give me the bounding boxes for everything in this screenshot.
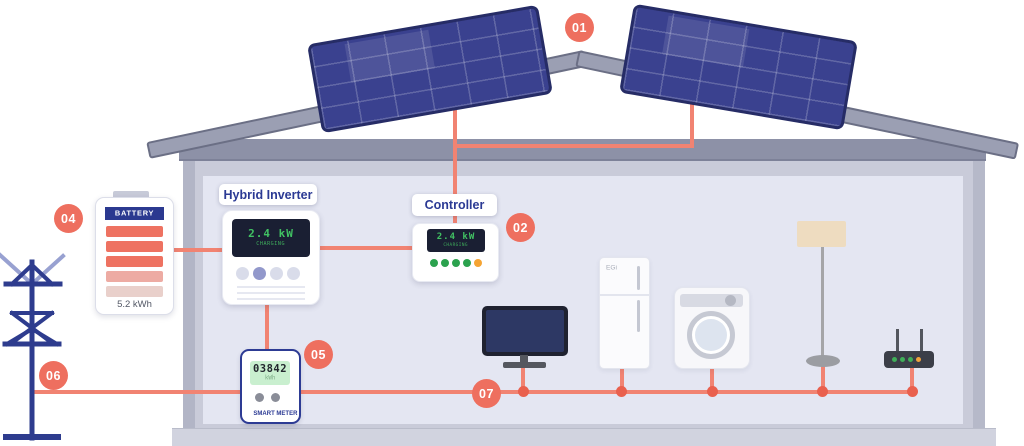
battery-title: BATTERY (105, 207, 164, 220)
house-wall-right-edge (973, 158, 985, 446)
wire-battery-to-inverter (168, 248, 224, 252)
controller-status: CHARGING (443, 242, 469, 247)
wire-tv-drop (521, 366, 525, 392)
inverter-indicator-dot-active (253, 267, 266, 280)
solar-panel-left-icon (307, 4, 553, 134)
battery-capacity: 5.2 kWh (117, 299, 152, 310)
wire-left-panel-to-controller (453, 98, 457, 225)
wire-lamp-drop (821, 363, 825, 392)
inverter-vent-line (237, 292, 305, 294)
wire-inverter-to-meter (265, 300, 269, 352)
battery-level-bar (106, 256, 163, 267)
house-foundation (172, 428, 996, 446)
washer-knob (725, 295, 736, 306)
controller-label: Controller (412, 194, 497, 216)
wire-panel-link-horizontal (453, 144, 694, 148)
wire-right-panel-drop (690, 96, 694, 148)
smart-meter-reading: 03842 (252, 363, 288, 375)
smart-meter-unit: kWh (264, 374, 276, 382)
fridge-brand-label: EGi (606, 264, 618, 272)
smart-meter-display: 03842 kWh (250, 361, 290, 385)
router-led (892, 357, 897, 362)
house-interior (203, 176, 963, 424)
inverter-status: CHARGING (256, 241, 286, 247)
washing-machine-icon (674, 287, 750, 369)
tv-screen (486, 310, 564, 352)
inverter-display: 2.4 kW CHARGING (232, 219, 310, 257)
inverter-vent-line (237, 298, 305, 300)
meter-button (271, 393, 280, 402)
floor-lamp-pole (821, 247, 824, 357)
house-fascia (179, 139, 986, 161)
controller-indicator-dot (452, 259, 460, 267)
controller-power-reading: 2.4 kW (436, 231, 476, 242)
controller-indicator-dot (463, 259, 471, 267)
step-badge-smart-meter: 05 (304, 340, 333, 369)
inverter-vent-line (237, 286, 305, 288)
wire-washer-drop (710, 365, 714, 392)
solar-panel-right-icon (619, 3, 858, 131)
wire-fridge-drop (620, 365, 624, 392)
router-led-warning (916, 357, 921, 362)
wire-junction (907, 386, 918, 397)
step-badge-grid: 06 (39, 361, 68, 390)
hybrid-inverter-device: 2.4 kW CHARGING (222, 210, 320, 305)
wire-inverter-to-controller (316, 246, 414, 250)
fridge-door-divider (600, 294, 649, 296)
tv-icon (482, 306, 568, 356)
router-antenna (896, 329, 899, 351)
floor-lamp-base (806, 355, 840, 367)
router-led (908, 357, 913, 362)
hybrid-inverter-label: Hybrid Inverter (219, 184, 317, 205)
fridge-icon: EGi (599, 257, 650, 369)
controller-device: 2.4 kW CHARGING (412, 223, 499, 282)
panel-glare (344, 30, 435, 83)
hybrid-inverter-label-text: Hybrid Inverter (223, 187, 313, 202)
step-badge-controller: 02 (506, 213, 535, 242)
controller-indicator-dot (430, 259, 438, 267)
power-tower-icon (0, 252, 66, 441)
tv-stand-base (503, 362, 546, 368)
house-wall-left-edge (183, 158, 195, 446)
wifi-router-icon (884, 351, 934, 368)
router-antenna (920, 329, 923, 351)
wire-junction (518, 386, 529, 397)
wire-junction (817, 386, 828, 397)
step-badge-loads: 07 (472, 379, 501, 408)
washer-door (687, 311, 735, 359)
fridge-handle (637, 300, 640, 332)
tv-stand-neck (520, 355, 528, 363)
battery-level-bar (106, 286, 163, 297)
battery-title-label: BATTERY (114, 209, 155, 218)
smart-meter-device: 03842 kWh SMART METER (240, 349, 301, 424)
controller-indicator-dot-warning (474, 259, 482, 267)
inverter-power-reading: 2.4 kW (248, 227, 294, 240)
meter-button (255, 393, 264, 402)
inverter-indicator-dot (287, 267, 300, 280)
router-led (900, 357, 905, 362)
battery-level-bar (106, 226, 163, 237)
battery-level-bar (106, 241, 163, 252)
floor-lamp-shade (797, 221, 846, 247)
wire-router-drop (910, 367, 914, 394)
smart-meter-label: SMART METER (253, 410, 298, 417)
battery-icon: BATTERY 5.2 kWh (95, 197, 174, 315)
washer-door-glass (695, 319, 727, 351)
battery-terminal (113, 191, 149, 199)
battery-level-bar (106, 271, 163, 282)
panel-glare (662, 15, 750, 68)
controller-display: 2.4 kW CHARGING (427, 229, 485, 252)
step-badge-battery: 04 (54, 204, 83, 233)
wire-junction (707, 386, 718, 397)
step-badge-solar: 01 (565, 13, 594, 42)
inverter-indicator-dot (236, 267, 249, 280)
wire-junction (616, 386, 627, 397)
controller-indicator-dot (441, 259, 449, 267)
fridge-handle (637, 266, 640, 290)
inverter-indicator-dot (270, 267, 283, 280)
controller-label-text: Controller (424, 198, 485, 212)
